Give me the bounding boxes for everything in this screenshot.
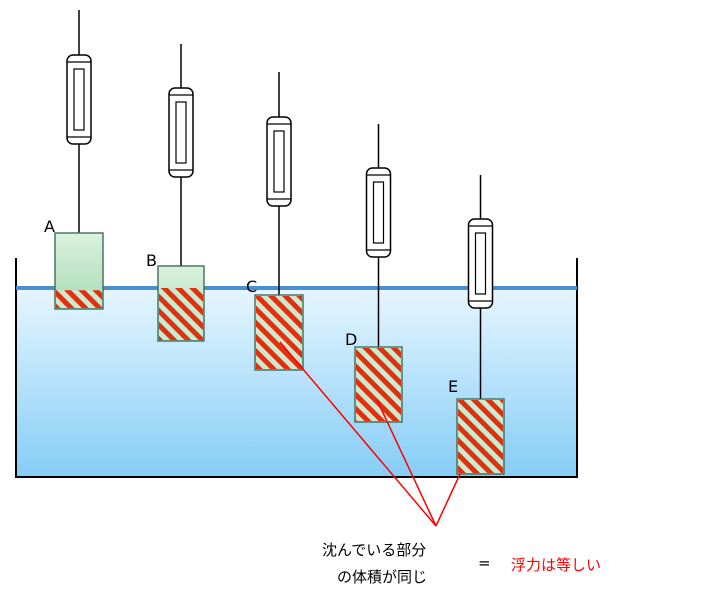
conclusion-text: 浮力は等しい (511, 556, 602, 574)
annotation-line2: の体積が同じ (337, 568, 428, 586)
scale-window-a (73, 68, 85, 131)
submerged-region-c (256, 296, 302, 369)
scale-window-e (474, 232, 487, 295)
scale-window-b (175, 101, 187, 164)
submerged-region-a (56, 290, 102, 308)
block-outline-c (254, 294, 304, 371)
block-outline-e (456, 398, 505, 475)
pointer-lines (279, 341, 461, 527)
equals-sign: = (478, 554, 491, 572)
block-assembly-e: E (448, 175, 505, 475)
block-assembly-d: D (345, 124, 403, 423)
pointer-line-e (435, 473, 461, 527)
pointer-line-d (376, 399, 437, 527)
submerged-region-d (356, 348, 401, 421)
block-assembly-c: C (246, 72, 304, 371)
block-assembly-a: A (44, 10, 104, 310)
annotation-line1: 沈んでいる部分 (322, 541, 427, 559)
scale-window-c (273, 130, 285, 193)
block-assembly-b: B (146, 44, 205, 342)
pointer-line-c (279, 341, 437, 527)
block-outline-d (354, 346, 403, 423)
block-outline-b (157, 265, 205, 342)
submerged-region-e (458, 400, 503, 473)
block-label-e: E (448, 377, 458, 396)
block-label-c: C (246, 277, 257, 296)
block-label-a: A (44, 217, 55, 236)
scale-window-d (372, 181, 385, 244)
block-label-d: D (345, 330, 357, 349)
submerged-region-b (159, 288, 203, 340)
tank (15, 258, 578, 478)
block-outline-a (54, 232, 104, 310)
block-label-b: B (146, 251, 157, 270)
